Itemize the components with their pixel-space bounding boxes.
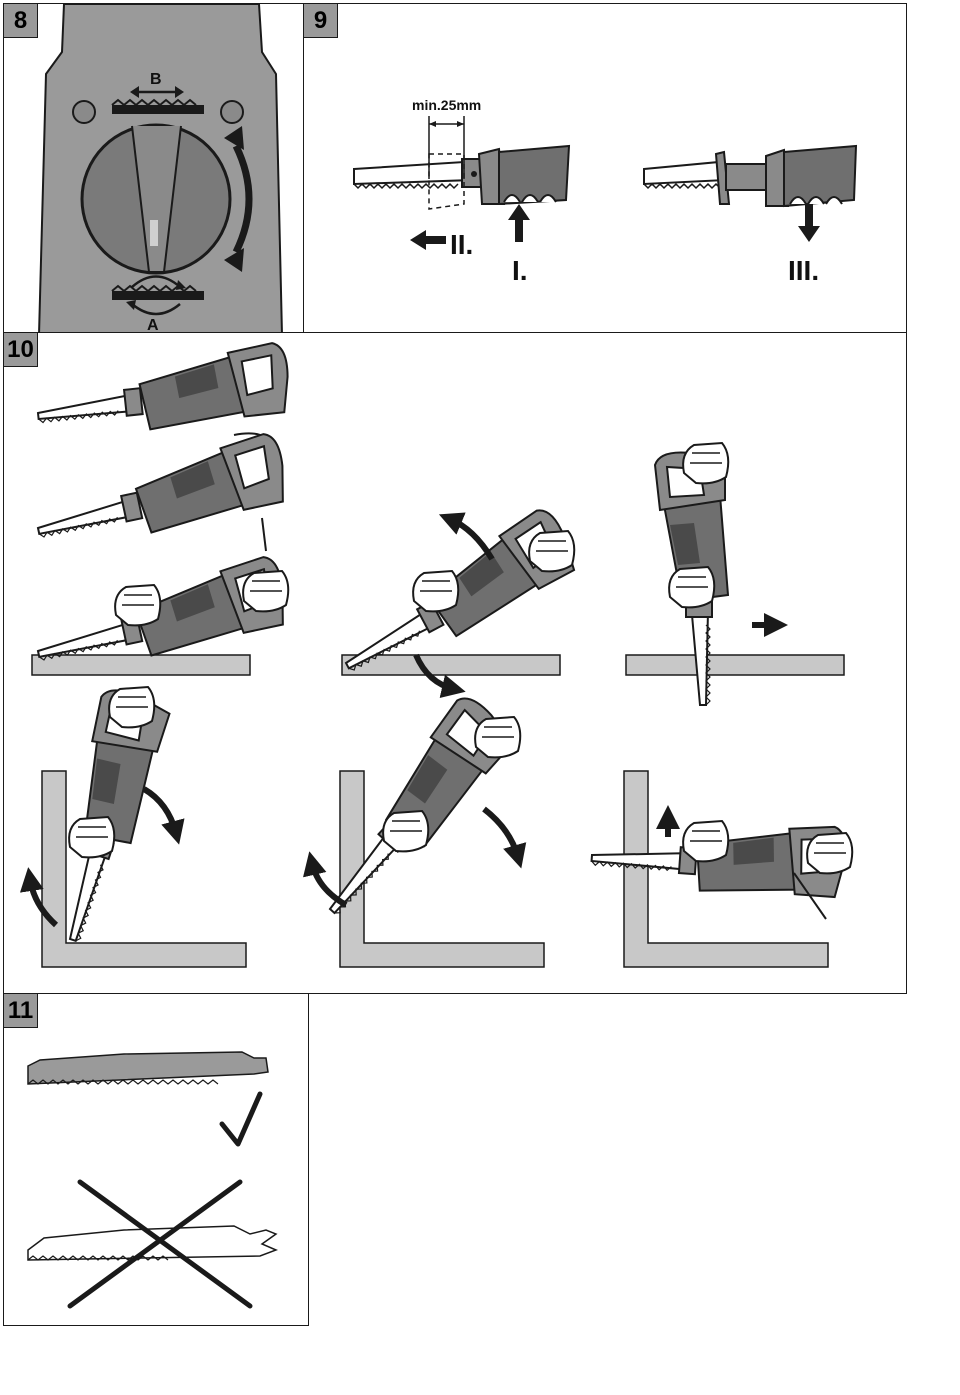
figure-11-panel: 11 — [3, 993, 309, 1326]
blade-insertion-illustration: min.25mm II. I. III. — [353, 97, 858, 286]
blade-incorrect — [27, 1225, 279, 1261]
blade-correct — [27, 1051, 269, 1085]
arrow-curved-icon — [482, 806, 527, 869]
double-arrow-icon — [130, 86, 184, 98]
cross-icon — [67, 1179, 253, 1309]
arrow-curved-icon — [438, 512, 495, 561]
saw-left — [353, 144, 571, 210]
saw-right — [643, 144, 858, 208]
step-label-ii: II. — [450, 229, 473, 260]
step-label-iii: III. — [788, 255, 819, 286]
saw-view-2 — [27, 430, 292, 557]
corner-wall — [339, 770, 545, 968]
figure-9-panel: 9 min.25mm II. I. — [303, 3, 907, 334]
stroke-dial — [80, 123, 232, 275]
stroke-selector-illustration: B A — [38, 4, 283, 334]
step-label-i: I. — [512, 255, 528, 286]
arrow-up-icon — [508, 204, 530, 242]
saw-view-1 — [32, 340, 294, 442]
work-surface — [625, 654, 845, 676]
corner-wall — [623, 770, 829, 968]
work-surface — [31, 654, 251, 676]
mode-label-b: B — [150, 71, 162, 88]
dimension-label: min.25mm — [412, 97, 481, 113]
blade-orbital-icon — [111, 275, 204, 316]
arrow-curved-icon — [303, 851, 348, 908]
figure-8-panel: 8 B — [3, 3, 305, 334]
arrow-down-icon — [798, 204, 820, 242]
screw-icon — [220, 100, 244, 124]
figure-number: 9 — [304, 4, 338, 38]
arrow-left-icon — [410, 230, 446, 250]
mode-label-a: A — [147, 317, 159, 334]
figure-number: 10 — [4, 333, 38, 367]
blade-straight-icon — [111, 98, 204, 114]
arrow-curved-icon — [142, 786, 185, 845]
checkmark-icon — [219, 1091, 263, 1147]
arrow-curved-icon — [413, 653, 466, 698]
figure-number: 8 — [4, 4, 38, 38]
rotate-arrow-icon — [224, 126, 253, 272]
cutting-techniques-illustration — [19, 340, 854, 968]
arrow-curved-icon — [19, 867, 59, 928]
dimension-marker — [428, 116, 465, 179]
corner-wall — [41, 770, 247, 968]
blade-selection-illustration — [27, 1051, 279, 1309]
figure-10-panel: 10 — [3, 332, 907, 994]
screw-icon — [72, 100, 96, 124]
figure-number: 11 — [4, 994, 38, 1028]
